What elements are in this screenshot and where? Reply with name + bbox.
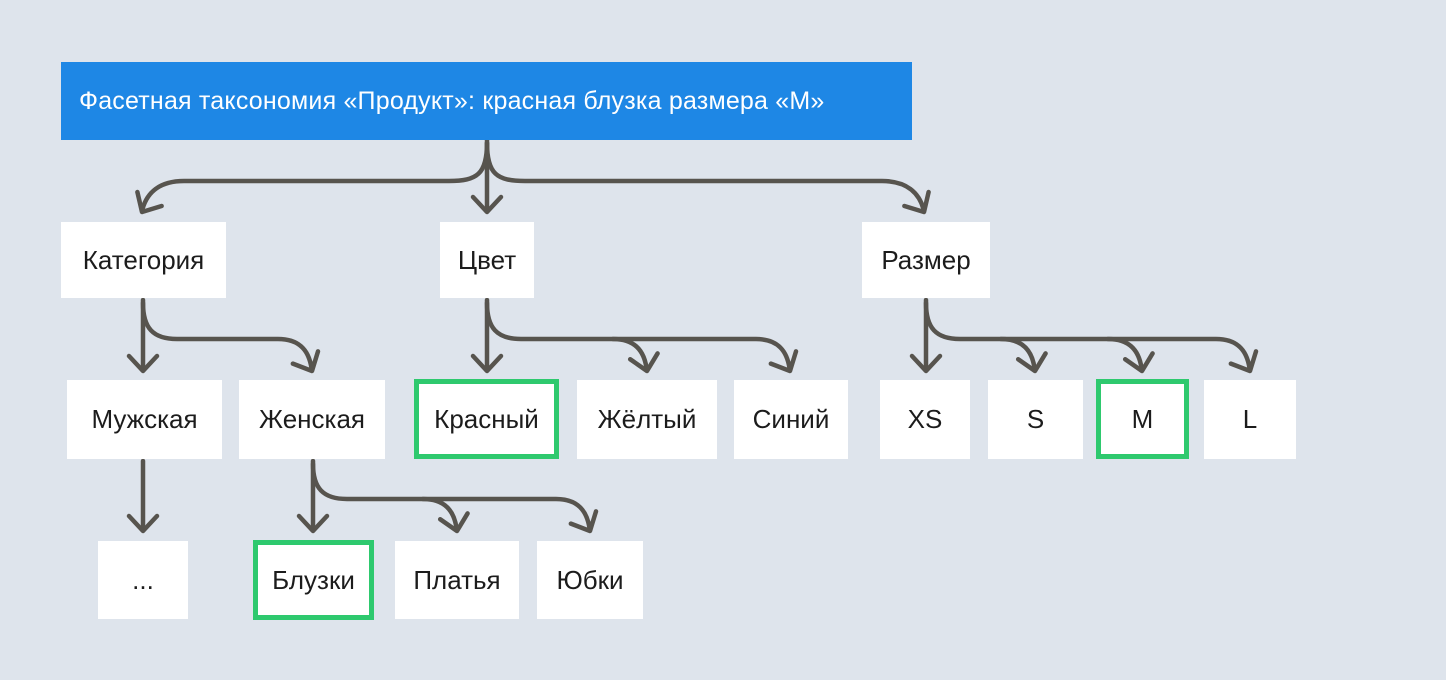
node-size-l: L (1204, 380, 1296, 459)
arrow-line (1105, 336, 1144, 371)
node-women-blouses: Блузки (253, 540, 374, 620)
node-women-skirts: Юбки (537, 541, 643, 619)
arrowhead-down-icon (1015, 351, 1048, 374)
node-size-s: S (988, 380, 1083, 459)
node-size-m: M (1096, 379, 1189, 459)
arrowhead-down-icon (1228, 349, 1259, 374)
arrow-line (140, 140, 490, 212)
node-category: Категория (61, 222, 226, 298)
connectors-women (296, 458, 599, 534)
arrow-line (998, 336, 1037, 371)
connectors-root (135, 137, 931, 215)
node-category-women: Женская (239, 380, 385, 459)
node-men-ellipsis: ... (98, 541, 188, 619)
arrowhead-down-icon (470, 194, 504, 215)
arrow-line (140, 300, 314, 371)
node-size: Размер (862, 222, 990, 298)
node-color-red: Красный (414, 379, 559, 459)
arrow-line (420, 496, 459, 531)
node-size-xs: XS (880, 380, 970, 459)
arrow-line (923, 300, 1252, 371)
arrowhead-down-icon (768, 349, 799, 374)
arrow-line (484, 300, 792, 371)
node-category-men: Мужская (67, 380, 222, 459)
connectors-size (909, 297, 1259, 374)
arrowhead-down-icon (296, 513, 330, 534)
arrowhead-down-icon (902, 189, 931, 215)
node-color-yellow: Жёлтый (577, 380, 717, 459)
arrowhead-down-icon (126, 513, 160, 534)
node-color: Цвет (440, 222, 534, 298)
arrowhead-down-icon (909, 353, 943, 374)
arrow-line (610, 336, 649, 371)
node-women-dresses: Платья (395, 541, 519, 619)
arrowhead-down-icon (290, 349, 321, 374)
arrowhead-down-icon (126, 353, 160, 374)
arrowhead-down-icon (437, 511, 470, 534)
arrowhead-down-icon (135, 189, 164, 215)
node-color-blue: Синий (734, 380, 848, 459)
arrowhead-down-icon (470, 353, 504, 374)
arrow-line (310, 461, 592, 531)
connectors-category (126, 297, 321, 374)
diagram-title: Фасетная таксономия «Продукт»: красная б… (61, 62, 912, 140)
connectors-men (126, 458, 160, 534)
arrowhead-down-icon (1122, 351, 1155, 374)
connectors-color (470, 297, 799, 374)
arrowhead-down-icon (568, 509, 599, 534)
arrowhead-down-icon (627, 351, 660, 374)
arrow-line (484, 140, 926, 212)
